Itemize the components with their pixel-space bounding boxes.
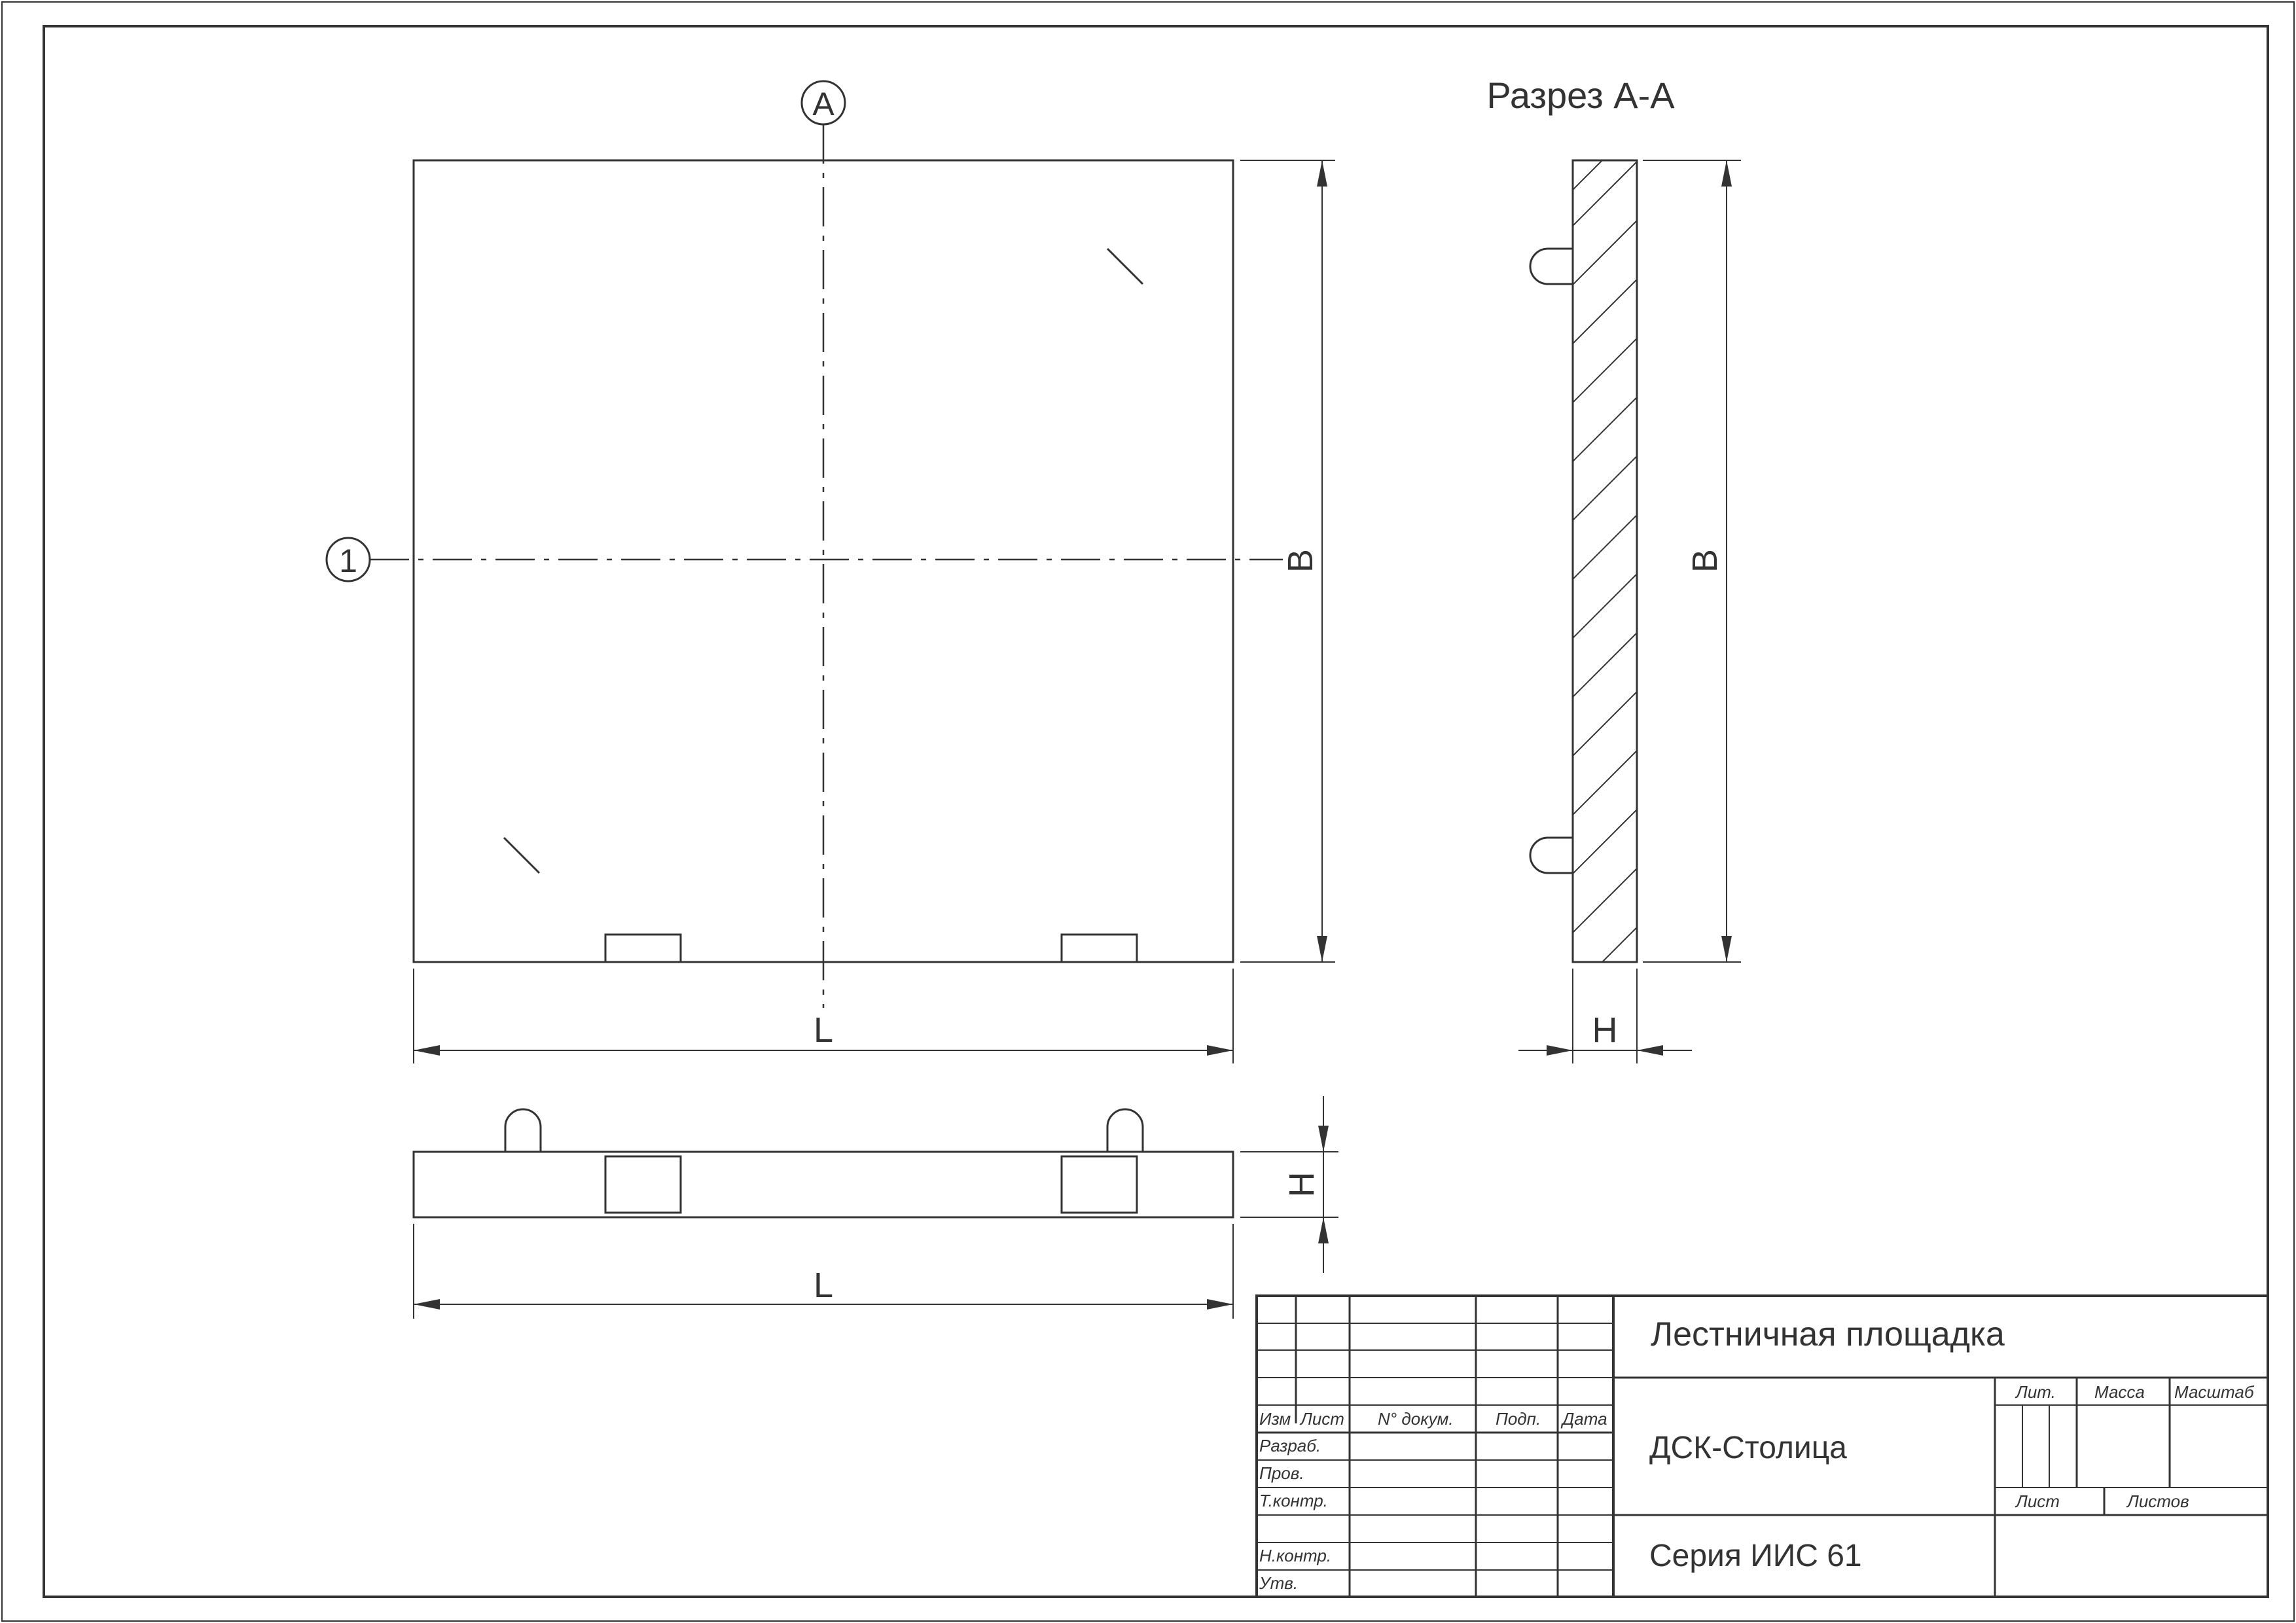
row-razrab: Разраб. bbox=[1259, 1436, 1321, 1455]
lifting-loop-mark-top bbox=[1106, 247, 1144, 285]
series-name: Серия ИИС 61 bbox=[1649, 1539, 1862, 1573]
front-dim-h-label: H bbox=[1282, 1172, 1321, 1198]
row-prov: Пров. bbox=[1259, 1463, 1304, 1483]
axis-a-marker bbox=[800, 80, 846, 126]
axis-a-label: A bbox=[812, 86, 834, 122]
front-pocket-left bbox=[604, 1155, 682, 1214]
section-dim-h-arrow-left bbox=[1547, 1045, 1573, 1056]
massa-header: Масса bbox=[2094, 1382, 2145, 1402]
section-dim-b-arrow-bottom bbox=[1721, 936, 1732, 962]
section-hatching bbox=[1573, 160, 1637, 962]
front-outline bbox=[412, 1150, 1234, 1219]
section-title: Разрез А-А bbox=[1486, 75, 1675, 116]
row-nkontr: Н.контр. bbox=[1259, 1546, 1331, 1565]
masshtab-header: Масштаб bbox=[2174, 1382, 2255, 1402]
lit-header: Лит. bbox=[2015, 1382, 2056, 1402]
title-block: Лестничная площадка ДСК-Столица Серия ИИ… bbox=[1255, 1294, 2269, 1598]
header-izm: Изм bbox=[1259, 1409, 1291, 1429]
section-loop-bottom bbox=[1529, 836, 1573, 874]
sheets-label: Листов bbox=[2126, 1491, 2189, 1511]
section-dim-h-label: H bbox=[1592, 1010, 1618, 1050]
dim-b-arrow-bottom bbox=[1317, 936, 1327, 962]
section-loop-top bbox=[1529, 247, 1573, 285]
lifting-loop-mark-bottom bbox=[503, 836, 541, 874]
front-dim-l-label: L bbox=[814, 1266, 833, 1305]
section-outline bbox=[1571, 159, 1638, 963]
header-sign: Подп. bbox=[1496, 1409, 1541, 1429]
plan-view: A 1 B L bbox=[325, 80, 1335, 1063]
support-pocket-right bbox=[1060, 933, 1138, 963]
front-dim-h-arrow-bottom bbox=[1318, 1217, 1329, 1243]
front-dim-h-arrow-top bbox=[1318, 1126, 1329, 1152]
front-dim-l-arrow-left bbox=[414, 1299, 440, 1310]
front-pocket-right bbox=[1060, 1155, 1138, 1214]
row-utv: Утв. bbox=[1259, 1573, 1298, 1593]
section-view: Разрез А-А B bbox=[1486, 75, 1741, 1063]
dim-b-arrow-top bbox=[1317, 160, 1327, 187]
header-date: Дата bbox=[1560, 1409, 1607, 1429]
front-loop-right bbox=[1106, 1108, 1144, 1152]
drawing-title: Лестничная площадка bbox=[1651, 1315, 2005, 1353]
dim-l-arrow-left bbox=[414, 1045, 440, 1056]
dim-l-arrow-right bbox=[1207, 1045, 1233, 1056]
front-loop-left bbox=[504, 1108, 542, 1152]
axis-1-marker bbox=[325, 537, 371, 582]
dim-b-label: B bbox=[1281, 549, 1320, 573]
dim-l-label: L bbox=[814, 1010, 833, 1050]
section-dim-b-arrow-top bbox=[1721, 160, 1732, 187]
front-view: H L bbox=[412, 1096, 1338, 1319]
title-block-frame bbox=[1255, 1294, 2269, 1598]
section-dim-b-label: B bbox=[1685, 549, 1725, 573]
axis-1-label: 1 bbox=[339, 543, 357, 579]
row-tkontr: Т.контр. bbox=[1259, 1491, 1328, 1510]
header-doc: N° докум. bbox=[1378, 1409, 1454, 1429]
sheet-label: Лист bbox=[2015, 1491, 2060, 1511]
company-name: ДСК-Столица bbox=[1649, 1431, 1847, 1465]
support-pocket-left bbox=[604, 933, 682, 963]
header-list: Лист bbox=[1299, 1409, 1344, 1429]
front-dim-l-arrow-right bbox=[1207, 1299, 1233, 1310]
section-dim-h-arrow-right bbox=[1637, 1045, 1663, 1056]
drawing-frame bbox=[43, 25, 2269, 1598]
